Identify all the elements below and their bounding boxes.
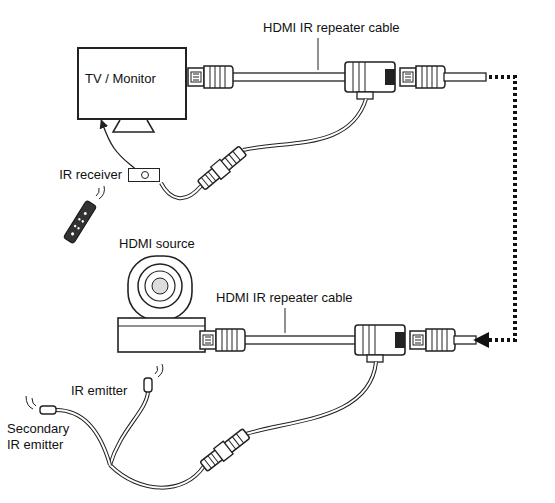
leader-line bbox=[285, 308, 286, 333]
extension-arrow bbox=[486, 77, 515, 340]
ir-cable bbox=[243, 99, 366, 150]
ir-signal-arrow bbox=[101, 120, 134, 168]
cable-label: HDMI IR repeater cable bbox=[262, 20, 401, 36]
ir-waves bbox=[96, 186, 104, 199]
leader-line bbox=[318, 38, 319, 70]
ir-cable bbox=[161, 183, 201, 198]
hdmi-cable bbox=[444, 73, 486, 81]
hdmi-cable bbox=[244, 336, 356, 344]
ir-cable bbox=[56, 362, 376, 488]
hdmi-cable bbox=[232, 73, 346, 81]
source-label: HDMI source bbox=[118, 236, 196, 252]
node-title: TV / Monitor bbox=[85, 71, 179, 87]
secondary-ir-emitter bbox=[26, 396, 56, 414]
hdmi-cable bbox=[454, 336, 476, 344]
tv-stand bbox=[113, 120, 154, 132]
remote-control bbox=[63, 200, 96, 244]
camera bbox=[118, 256, 205, 352]
ir-emitter bbox=[144, 364, 163, 392]
cable-label: HDMI IR repeater cable bbox=[215, 290, 354, 306]
emitter-label: IR emitter bbox=[70, 383, 128, 399]
emitter-label: Secondary IR emitter bbox=[6, 421, 82, 453]
outside-label: IR receiver bbox=[59, 167, 122, 183]
ir-receiver-box: IR receiver bbox=[128, 168, 160, 182]
receiver-eye bbox=[141, 171, 149, 179]
monitor-screen: TV / Monitor bbox=[77, 47, 187, 120]
